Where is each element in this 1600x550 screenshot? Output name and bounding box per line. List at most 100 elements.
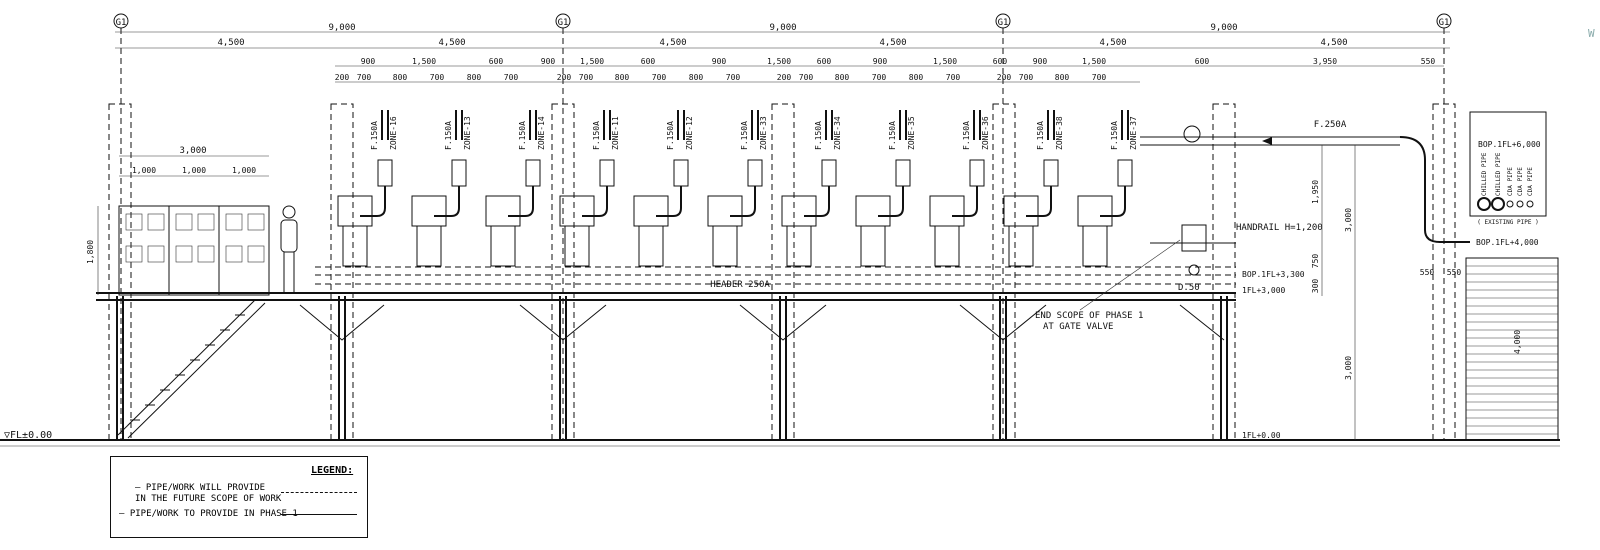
grid-bubble-label: G1	[998, 18, 1009, 28]
zone-label: ZONE-36	[981, 116, 990, 150]
level-bop-6000: BOP.1FL+6,000	[1478, 140, 1541, 149]
dim-text: 4,500	[879, 38, 906, 48]
main-pipe-label: F.250A	[1314, 120, 1347, 130]
valve-station: F.150A ZONE-35	[855, 110, 916, 267]
legend-future-line-a: — PIPE/WORK WILL PROVIDE	[135, 483, 266, 493]
structure-braces	[299, 304, 1225, 341]
dim-text: 1,500	[767, 57, 791, 66]
dim-text: 9,000	[769, 23, 796, 33]
dim-text: 700	[872, 73, 887, 82]
dim-text: 700	[1092, 73, 1107, 82]
dim-750: 750	[1311, 254, 1320, 269]
zone-label: ZONE-11	[611, 116, 620, 150]
dim-text: 1,500	[1082, 57, 1106, 66]
ground	[0, 439, 1560, 447]
zone-label: ZONE-35	[907, 116, 916, 150]
pipe-size-label: F.150A	[962, 121, 971, 150]
dim-text: 4,500	[217, 38, 244, 48]
existing-pipe-label: ( EXISTING PIPE )	[1477, 219, 1538, 226]
dim-text: 4,500	[438, 38, 465, 48]
dim-text: 900	[361, 57, 376, 66]
valve-station: F.150A ZONE-36	[929, 110, 990, 267]
dim-text: 700	[652, 73, 667, 82]
pipe-size-label: F.150A	[1110, 121, 1119, 150]
pipe-size-label: F.150A	[518, 121, 527, 150]
existing-pipe-tag: CHILLED PIPE	[1495, 152, 1502, 196]
corner-mark: W	[1588, 27, 1595, 40]
dim-text: 800	[835, 73, 850, 82]
dim-text: 1,500	[933, 57, 957, 66]
dim-text: 9,000	[328, 23, 355, 33]
existing-pipe-tag: CDA PIPE	[1517, 167, 1524, 196]
annotations: HANDRAIL H=1,200 END SCOPE OF PHASE 1 AT…	[1035, 223, 1323, 332]
dim-text: 4,500	[659, 38, 686, 48]
dim-text: 3,950	[1313, 57, 1337, 66]
pipe-size-label: F.150A	[814, 121, 823, 150]
end-scope-note-2: AT GATE VALVE	[1043, 322, 1113, 332]
panel-cell-dim: 1,000	[182, 166, 206, 175]
dim-text: 200	[557, 73, 572, 82]
level-fl-0: ▽FL±0.00	[4, 430, 52, 441]
dim-1950: 1,950	[1311, 180, 1320, 204]
control-panel: 3,000 1,000 1,000 1,000 1,800	[86, 146, 270, 296]
zone-label: ZONE-12	[685, 116, 694, 150]
level-1fl-0: 1FL+0.00	[1242, 431, 1281, 440]
panel-height-dim: 1,800	[86, 240, 95, 264]
grid-bubble: G1	[1436, 13, 1452, 440]
handrail-note: HANDRAIL H=1,200	[1236, 223, 1323, 233]
main-supply-pipe: F.250A	[1140, 120, 1470, 276]
pipe-size-label: F.150A	[740, 121, 749, 150]
zone-label: ZONE-14	[537, 116, 546, 150]
dim-text: 600	[993, 57, 1008, 66]
pipe-size-label: F.150A	[888, 121, 897, 150]
dim-text: 4,500	[1099, 38, 1126, 48]
dim-text: 700	[504, 73, 519, 82]
dim-text: 1,500	[412, 57, 436, 66]
dim-300: 300	[1311, 279, 1320, 294]
level-bop-3300: BOP.1FL+3,300	[1242, 270, 1305, 279]
header-label: HEADER 250A	[710, 280, 770, 290]
structure-columns	[108, 103, 1456, 441]
dim-text: 700	[946, 73, 961, 82]
dim-text: 9,000	[1210, 23, 1237, 33]
zone-label: ZONE-13	[463, 116, 472, 150]
panel-width-dim: 3,000	[179, 146, 206, 156]
dim-text: 700	[579, 73, 594, 82]
level-bop-4000: BOP.1FL+4,000	[1476, 238, 1539, 247]
valve-station: F.150A ZONE-11	[559, 110, 620, 267]
valve-station: F.150A ZONE-12	[633, 110, 694, 267]
dim-text: 900	[873, 57, 888, 66]
dimension-row-4: 200 700 800 700 800 700 200 700 800 700 …	[335, 73, 1140, 83]
dim-text: 700	[1019, 73, 1034, 82]
valve-station: F.150A ZONE-16	[337, 110, 398, 267]
dim-text: 1,500	[580, 57, 604, 66]
dim-text: 700	[430, 73, 445, 82]
existing-pipe-rack: CHILLED PIPE CHILLED PIPE CDA PIPE CDA P…	[1465, 111, 1559, 441]
dim-text: 800	[615, 73, 630, 82]
dim-text: 550	[1421, 57, 1436, 66]
legend-phase1-text: — PIPE/WORK TO PROVIDE IN PHASE 1	[119, 509, 298, 519]
dim-4000: 4,000	[1513, 330, 1522, 354]
zone-label: ZONE-38	[1055, 116, 1064, 150]
platform	[96, 242, 1236, 301]
dim-text: 900	[1033, 57, 1048, 66]
dimension-row-9000: 9,000 9,000 9,000	[115, 23, 1450, 33]
dim-3000: 3,000	[1344, 208, 1353, 232]
legend: LEGEND: — PIPE/WORK WILL PROVIDE IN THE …	[110, 456, 368, 538]
valve-station: F.150A ZONE-33	[707, 110, 768, 267]
dim-text: 200	[335, 73, 350, 82]
grid-bubble-label: G1	[558, 18, 569, 28]
drain-note: D.50	[1178, 283, 1200, 293]
valve-station: F.150A ZONE-34	[781, 110, 842, 267]
dim-text: 600	[817, 57, 832, 66]
level-1fl-3000: 1FL+3,000	[1242, 286, 1286, 295]
panel-cell-dim: 1,000	[132, 166, 156, 175]
dim-text: 4,500	[1320, 38, 1347, 48]
legend-future-line-b: IN THE FUTURE SCOPE OF WORK	[135, 494, 282, 504]
existing-pipe-tag: CDA PIPE	[1527, 167, 1534, 196]
dim-550: 550	[1420, 268, 1435, 277]
dim-text: 200	[777, 73, 792, 82]
zone-label: ZONE-34	[833, 116, 842, 150]
dim-text: 800	[689, 73, 704, 82]
legend-future-text: — PIPE/WORK WILL PROVIDE IN THE FUTURE S…	[135, 483, 281, 505]
